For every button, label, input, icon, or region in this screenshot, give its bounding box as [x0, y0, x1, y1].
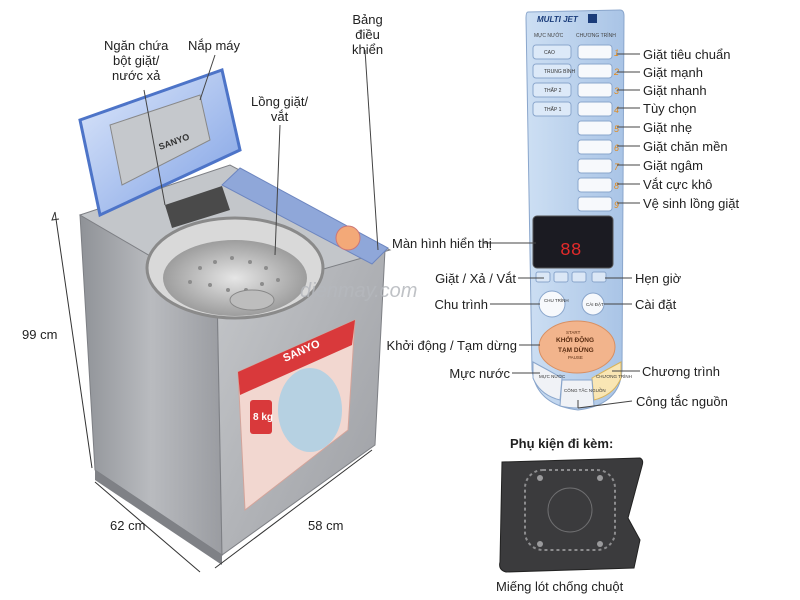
display-digits: 88	[560, 241, 582, 261]
power-button-text: CÔNG TẮC NGUỒN	[564, 386, 606, 393]
svg-text:TẠM DỪNG: TẠM DỪNG	[558, 345, 594, 354]
svg-text:THẤP 2: THẤP 2	[544, 87, 562, 94]
start-pause-label: Khởi động / Tạm dừng	[386, 338, 517, 353]
start-pause-button-shape	[538, 320, 616, 374]
program-item: Giặt ngâm	[643, 158, 703, 173]
program-label: Chương trình	[642, 364, 720, 379]
cycle-button-shape	[538, 290, 566, 318]
lid-label: Nắp máy	[188, 38, 241, 53]
program-item: Giặt chăn mền	[643, 139, 728, 154]
display-label: Màn hình hiển thị	[392, 236, 492, 251]
drum-label: Lồng giặt/ vắt	[251, 94, 309, 124]
panel-logo: MULTI JET	[537, 15, 579, 24]
accessory-mat	[499, 457, 644, 573]
front-sticker-banner	[238, 320, 355, 395]
svg-text:4: 4	[614, 105, 619, 115]
capacity-badge: 8 kg	[253, 412, 273, 423]
svg-text:5: 5	[614, 124, 620, 134]
power-switch-label: Công tắc nguồn	[636, 394, 728, 409]
depth-dimension: 62 cm	[110, 518, 146, 533]
panel-small-buttons	[535, 271, 607, 283]
height-dimension: 99 cm	[22, 327, 58, 342]
water-level-label: Mực nước	[449, 366, 510, 381]
program-item: Giặt tiêu chuẩn	[643, 47, 731, 62]
accessory-name: Miếng lót chống chuột	[496, 579, 624, 594]
cycle-button-text: CHU TRÌNH	[544, 297, 569, 303]
program-item: Giặt nhanh	[643, 83, 707, 98]
svg-text:TRUNG BÌNH: TRUNG BÌNH	[544, 68, 576, 75]
panel-leader-lines	[484, 53, 640, 409]
program-button-text: CHƯƠNG TRÌNH	[596, 373, 632, 379]
svg-text:1: 1	[614, 48, 619, 58]
program-item: Giặt nhẹ	[643, 120, 693, 135]
water-level-rows: CAO TRUNG BÌNH THẤP 2 THẤP 1	[532, 44, 576, 117]
water-button-text: MỰC NƯỚC	[539, 373, 566, 379]
svg-text:2: 2	[613, 67, 619, 77]
program-item: Vắt cực khô	[643, 177, 713, 192]
leader-lines	[143, 49, 379, 256]
detergent-drawer	[165, 186, 230, 228]
program-item: Vệ sinh lồng giặt	[643, 196, 740, 211]
accessory-title: Phụ kiện đi kèm:	[510, 436, 614, 451]
svg-text:7: 7	[614, 162, 620, 172]
svg-text:9: 9	[614, 200, 619, 210]
svg-text:THẤP 1: THẤP 1	[544, 106, 562, 113]
panel-display	[532, 215, 614, 269]
detergent-drawer-label: Ngăn chứa bột giặt/ nước xả	[104, 38, 169, 83]
machine-knob	[335, 225, 361, 251]
watermark: dienmay.com	[300, 280, 417, 302]
svg-text:PAUSE: PAUSE	[568, 355, 583, 360]
svg-text:6: 6	[614, 143, 619, 153]
width-dimension: 58 cm	[308, 518, 344, 533]
dimension-lines	[51, 211, 373, 573]
control-panel: MULTI JET MỰC NƯỚC CHƯƠNG TRÌNH CAO TRUN…	[525, 9, 632, 411]
svg-text:8: 8	[614, 181, 619, 191]
lid-inner-panel	[109, 94, 211, 186]
program-item: Giặt mạnh	[643, 65, 703, 80]
panel-water-header: MỰC NƯỚC	[534, 32, 564, 39]
svg-text:3: 3	[614, 86, 619, 96]
svg-text:CAO: CAO	[544, 50, 555, 56]
pulsator	[229, 289, 275, 311]
program-item: Tùy chọn	[643, 101, 697, 116]
timer-label: Hẹn giờ	[635, 271, 682, 286]
capacity-badge-bg	[250, 400, 272, 434]
program-rows	[577, 44, 613, 212]
settings-label: Cài đặt	[635, 297, 677, 312]
settings-button-text: CÀI ĐẶT	[586, 301, 604, 307]
panel-program-header: CHƯƠNG TRÌNH	[576, 32, 616, 39]
svg-text:KHỞI ĐỘNG: KHỞI ĐỘNG	[556, 335, 594, 344]
control-panel-label: Bảng điều khiển	[352, 12, 384, 57]
wash-rinse-spin-label: Giặt / Xả / Vắt	[435, 271, 516, 286]
cycle-label: Chu trình	[434, 297, 488, 312]
power-button-shape	[559, 379, 595, 409]
svg-text:START: START	[566, 330, 581, 335]
program-number-markers: 1 2 3 4 5 6 7 8 9	[613, 48, 620, 210]
machine-base	[95, 470, 222, 565]
